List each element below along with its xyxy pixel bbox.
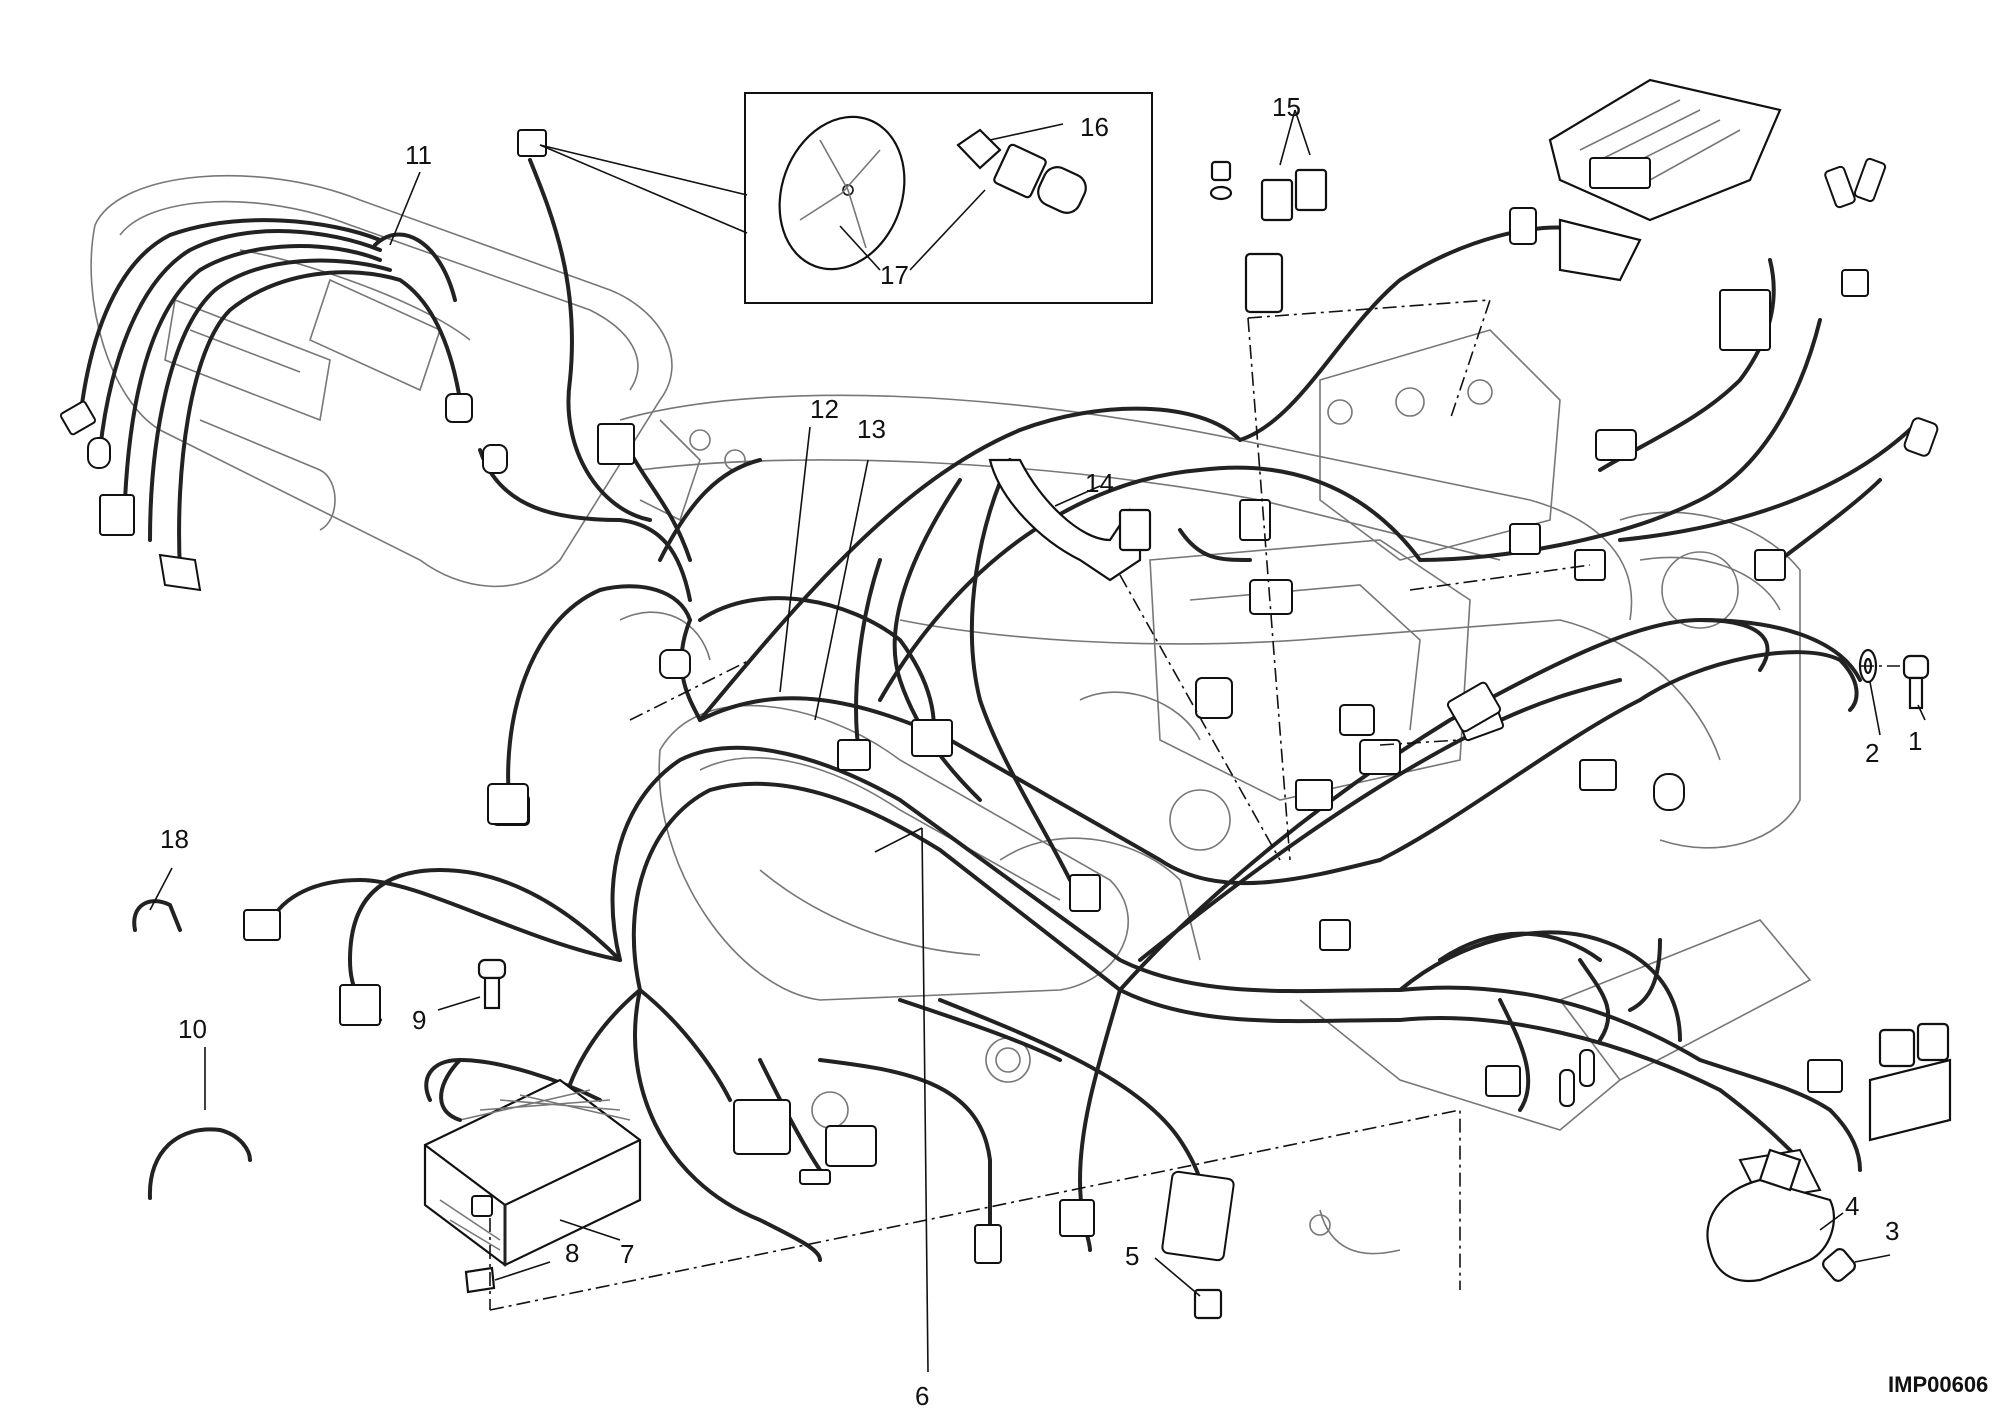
callout-18: 18: [160, 824, 189, 854]
screw-part-9: [477, 958, 507, 1010]
disc-part-17: [778, 115, 906, 271]
relay-part-4: [1706, 1148, 1835, 1283]
callout-15: 15: [1272, 92, 1301, 122]
sensor-part-16: [956, 128, 1087, 214]
callout-13: 13: [857, 414, 886, 444]
callout-8: 8: [565, 1238, 579, 1268]
callout-5: 5: [1125, 1241, 1139, 1271]
inset-box: [539, 92, 1153, 304]
callout-14: 14: [1085, 468, 1114, 498]
fuse-part-5: [1193, 1288, 1223, 1320]
relays-part-15: [1209, 160, 1328, 314]
dashed-guides: [489, 299, 1900, 1311]
callout-6: 6: [915, 1381, 929, 1410]
callout-labels: 1 2 3 4 5 6 7 8 9 10 11 12 13 14 15 16 1…: [160, 92, 1988, 1410]
main-harness-wires: [78, 158, 1922, 1262]
callout-3: 3: [1885, 1216, 1899, 1246]
leader-lines: [149, 109, 1926, 1373]
callout-16: 16: [1080, 112, 1109, 142]
ecu-unit: [1548, 78, 1782, 282]
screw-part-1: [1902, 654, 1930, 710]
clip-part-8: [464, 1266, 496, 1294]
callout-11: 11: [405, 140, 432, 170]
regulator-part-7: [423, 1058, 642, 1267]
callout-9: 9: [412, 1005, 426, 1035]
callout-17: 17: [880, 260, 909, 290]
callout-10: 10: [178, 1014, 207, 1044]
callout-2: 2: [1865, 738, 1879, 768]
image-code: IMP00606: [1888, 1372, 1988, 1397]
callout-4: 4: [1845, 1191, 1859, 1221]
cable-tie-part-10: [147, 1127, 252, 1200]
bracket-part-14: [988, 458, 1152, 582]
frame-outline: [90, 174, 1812, 1255]
callout-1: 1: [1908, 726, 1922, 756]
clamp-part-18: [132, 899, 182, 932]
callout-7: 7: [620, 1239, 634, 1269]
callout-12: 12: [810, 394, 839, 424]
coil-unit: [1868, 1022, 1952, 1142]
